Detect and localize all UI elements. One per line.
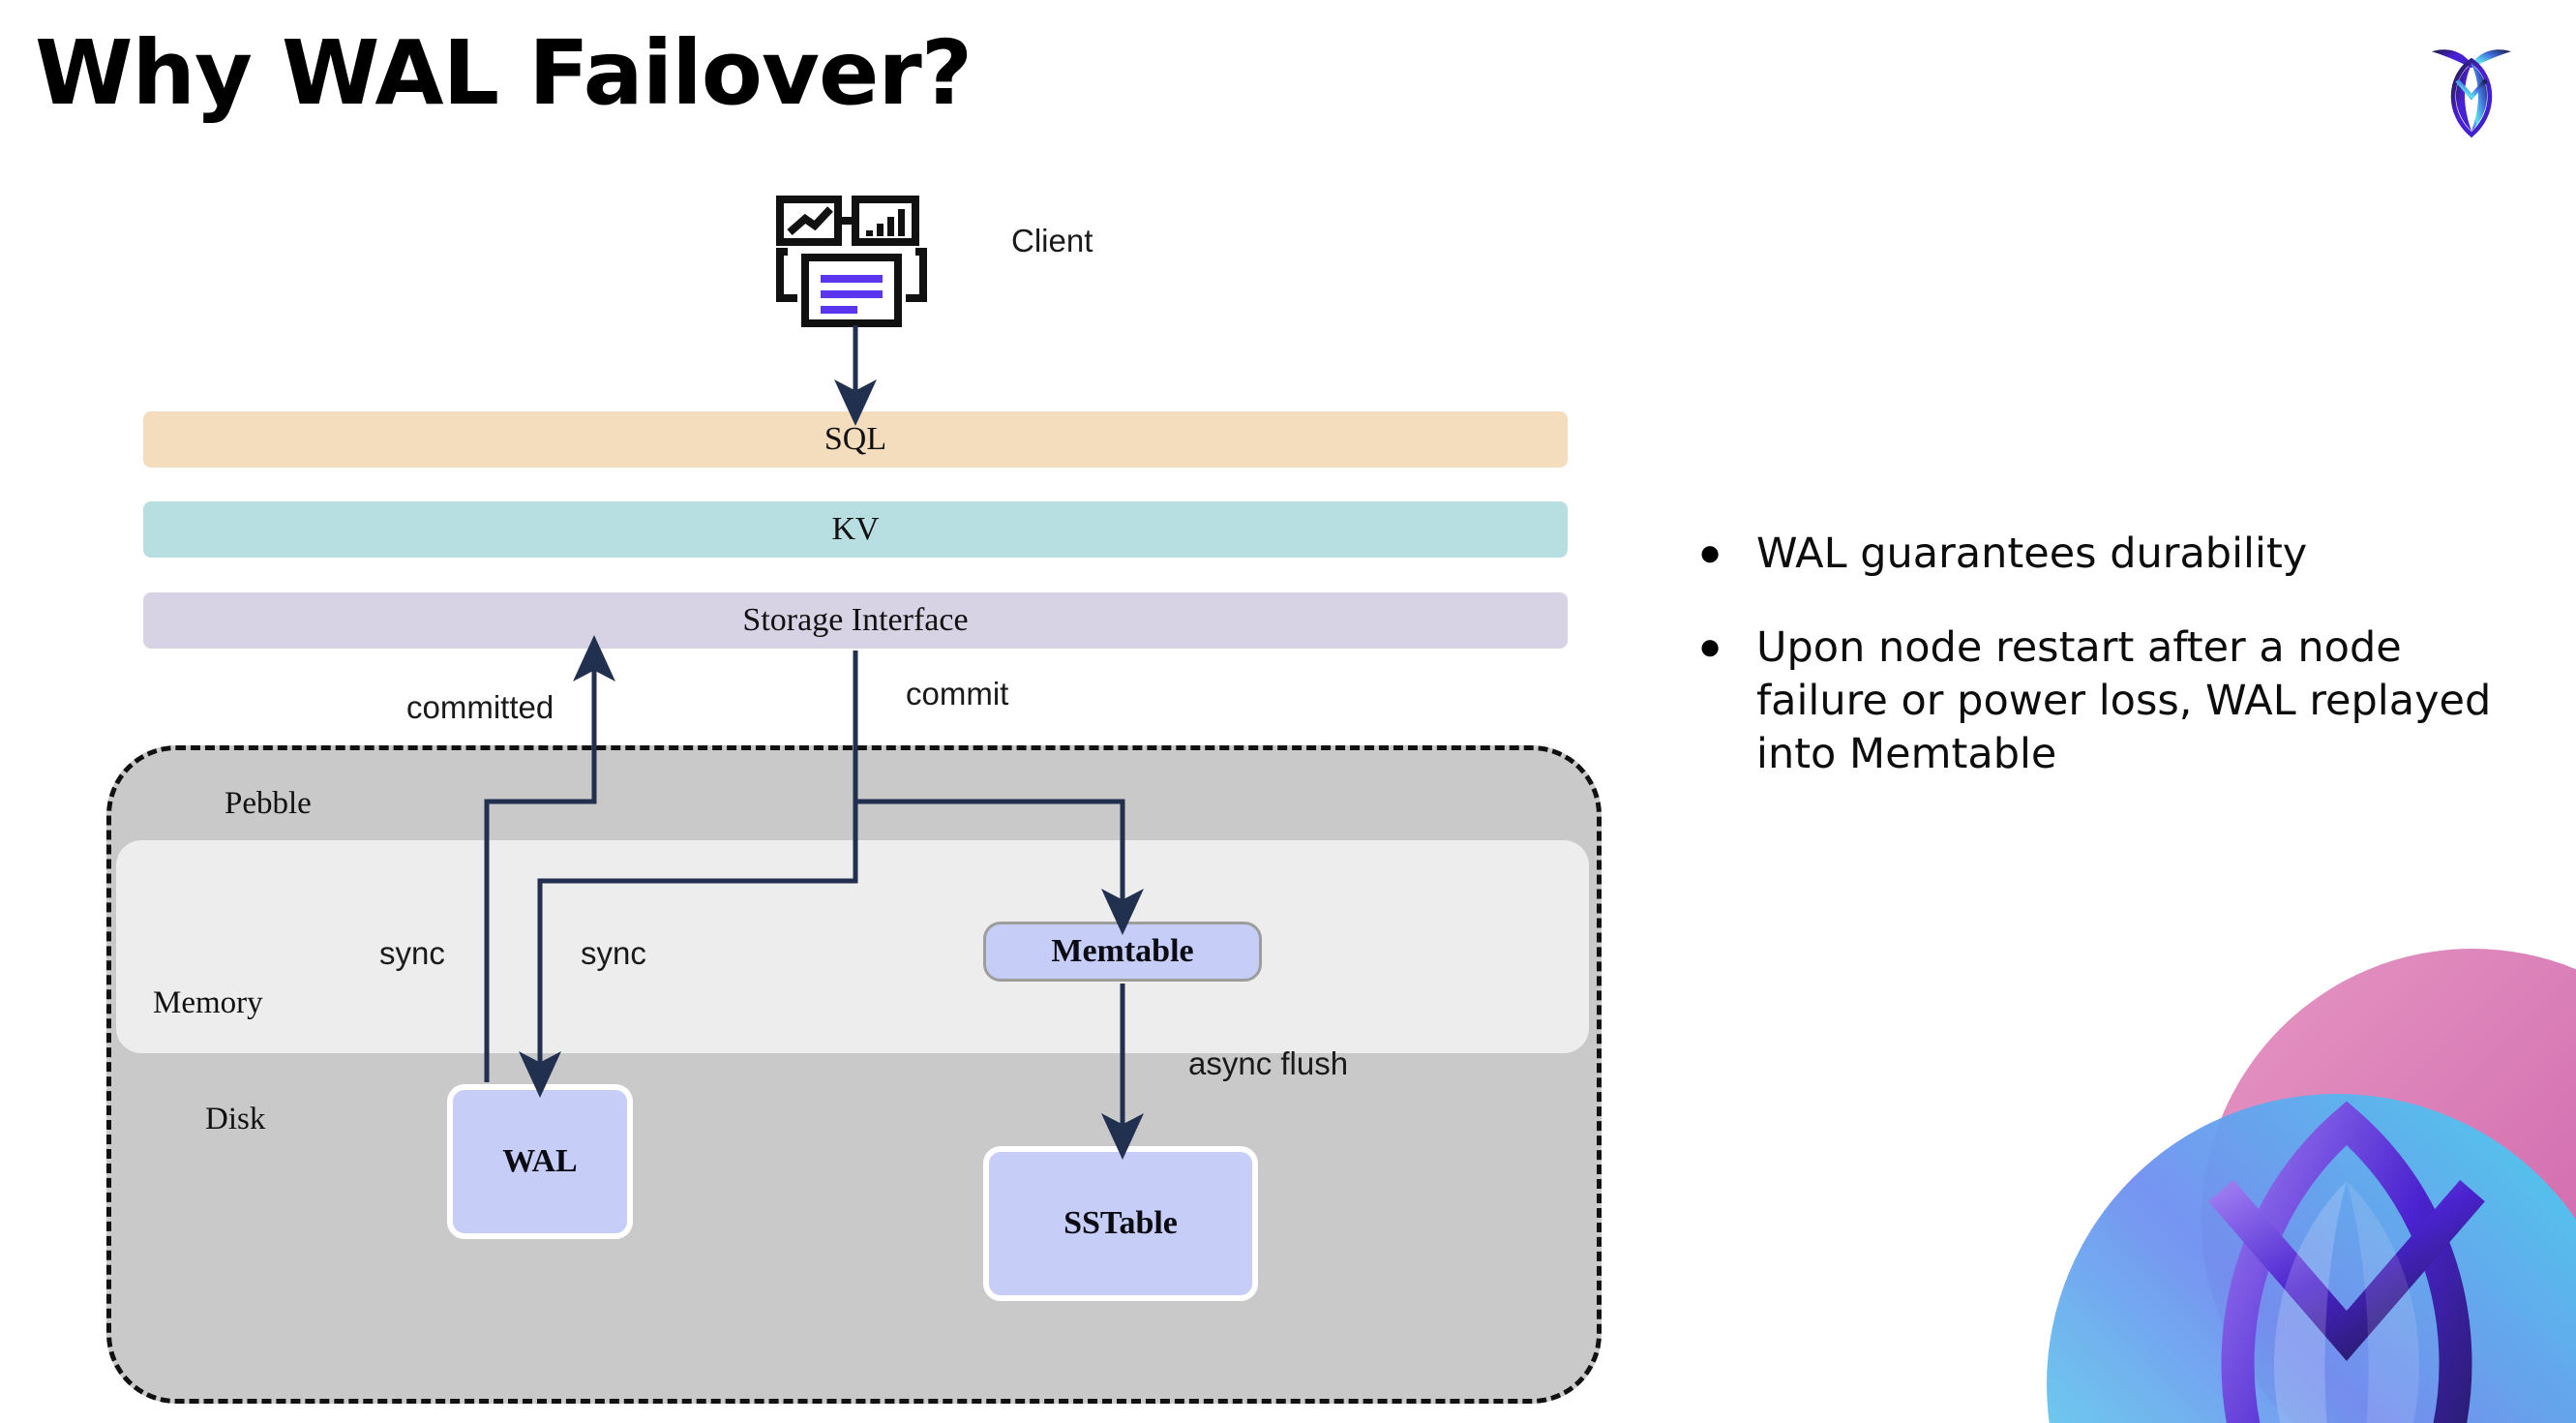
node-wal: WAL: [447, 1084, 633, 1239]
architecture-diagram: Client SQL KV Storage Interface Pebble M…: [106, 194, 1602, 1404]
node-label-memtable: Memtable: [1051, 933, 1194, 969]
disk-label: Disk: [205, 1102, 266, 1136]
layer-label-kv: KV: [831, 511, 880, 547]
client-dashboard-icon: [774, 194, 929, 329]
edge-label-sync-right: sync: [581, 935, 646, 971]
bullet-dot-icon: ●: [1698, 531, 1722, 574]
list-item: ● WAL guarantees durability: [1698, 528, 2501, 581]
node-sstable: SSTable: [983, 1146, 1258, 1301]
layer-bar-storage: Storage Interface: [143, 592, 1568, 649]
edge-label-commit: commit: [906, 676, 1009, 712]
list-item: ● Upon node restart after a node failure…: [1698, 621, 2501, 781]
bullet-list: ● WAL guarantees durability ● Upon node …: [1698, 528, 2501, 822]
client-label: Client: [1011, 223, 1093, 258]
node-label-sstable: SSTable: [1063, 1205, 1178, 1241]
layer-label-storage: Storage Interface: [742, 602, 969, 638]
bullet-text: Upon node restart after a node failure o…: [1756, 623, 2492, 779]
layer-label-sql: SQL: [824, 421, 887, 457]
memory-region: [116, 840, 1589, 1053]
pebble-label: Pebble: [225, 786, 312, 821]
memory-label: Memory: [153, 985, 263, 1020]
layer-bar-kv: KV: [143, 501, 1568, 558]
cockroachdb-logo: [2417, 37, 2526, 155]
decorative-logo-watermark: [1931, 900, 2576, 1423]
page-title: Why WAL Failover?: [35, 21, 973, 125]
edge-label-committed: committed: [406, 689, 554, 725]
bullet-dot-icon: ●: [1698, 625, 1722, 669]
node-memtable: Memtable: [983, 922, 1262, 982]
layer-bar-sql: SQL: [143, 411, 1568, 468]
edge-label-async-flush: async flush: [1188, 1045, 1349, 1081]
bullet-text: WAL guarantees durability: [1756, 530, 2308, 578]
edge-label-sync-left: sync: [379, 935, 445, 971]
node-label-wal: WAL: [502, 1143, 578, 1179]
